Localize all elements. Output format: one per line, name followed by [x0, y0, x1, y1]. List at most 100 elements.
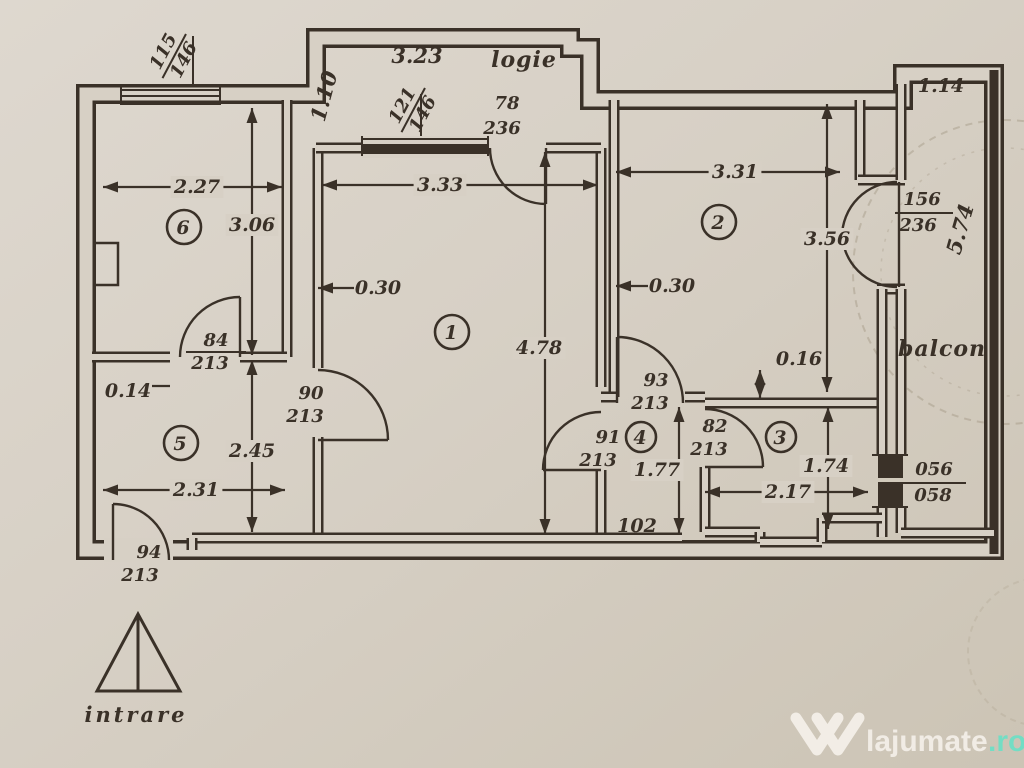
- room-number-circle: [764, 420, 798, 454]
- dim-label-d030R: 0.30: [649, 275, 695, 297]
- window-056-top: [878, 456, 903, 478]
- dim-label-bg: [225, 214, 279, 236]
- dim-arrow: [270, 484, 285, 496]
- opening-height-f82: 213: [689, 439, 728, 460]
- room-number-circle: [624, 420, 658, 454]
- door-82: [704, 407, 765, 468]
- dim-label-d478: 4.78: [516, 337, 562, 359]
- door-156: [840, 180, 898, 238]
- dim-arrow: [822, 514, 834, 529]
- opening-height-f90: 213: [285, 406, 324, 427]
- dim-arrow: [246, 517, 258, 532]
- dim-label-d231: 2.31: [172, 479, 219, 501]
- dim-arrow: [754, 370, 766, 385]
- dim-arrow: [539, 519, 551, 534]
- site-watermark: lajumate .ro: [790, 712, 1024, 758]
- room-number-3: 3: [764, 420, 798, 454]
- opening-width-f056: 056: [915, 459, 953, 480]
- opening-height-f93: 213: [630, 393, 669, 414]
- dim-arrow: [822, 407, 834, 422]
- window-121-sill: [362, 144, 488, 154]
- lajumate-logo-icon: [790, 712, 865, 756]
- balcony-width-label: 1.14: [918, 75, 964, 97]
- room-number-digit: 2: [710, 212, 724, 234]
- dim-arrow: [673, 407, 685, 422]
- dim-arrow: [246, 360, 258, 375]
- dim-label-d177: 1.77: [634, 459, 680, 481]
- opening-width-f91: 91: [595, 427, 620, 448]
- door-94: [112, 502, 171, 561]
- room-number-5: 5: [162, 424, 200, 462]
- dim-arrow: [322, 179, 337, 191]
- room-number-circle: [433, 313, 471, 351]
- dim-label-bg: [413, 174, 467, 196]
- dim-label-d306: 3.06: [229, 214, 275, 236]
- room-number-circle: [162, 424, 200, 462]
- door-93: [616, 335, 685, 404]
- door-90: [317, 368, 390, 441]
- windows: [120, 84, 908, 508]
- dim-label-bg: [799, 455, 853, 477]
- entrance-label: intrare: [84, 702, 187, 727]
- opening-width-f94: 94: [136, 542, 161, 563]
- interior-walls: [92, 84, 994, 550]
- dim-arrow: [267, 181, 282, 193]
- dim-label-bg: [170, 176, 224, 198]
- room-number-digit: 3: [773, 427, 786, 449]
- dim-label-bg: [800, 228, 854, 250]
- window-056-bottom: [878, 482, 903, 506]
- dim-label-bg: [169, 479, 223, 501]
- opening-width-f84: 84: [202, 330, 228, 351]
- dim-label-d227: 2.27: [173, 176, 220, 198]
- dim-arrow: [583, 179, 598, 191]
- opening-height-f84: 213: [190, 353, 229, 374]
- dim-arrow: [103, 484, 118, 496]
- opening-width-f78: 78: [494, 93, 520, 114]
- dim-label-d217: 2.17: [764, 481, 811, 503]
- dim-label-bg: [630, 459, 684, 481]
- opening-height-f91: 213: [578, 450, 617, 471]
- dim-arrow: [821, 104, 833, 119]
- dim-arrow: [246, 340, 258, 355]
- watermark-brand: lajumate: [866, 725, 988, 758]
- dim-arrow: [539, 152, 551, 167]
- room-number-digit: 5: [173, 433, 186, 455]
- opening-width-f90: 90: [298, 383, 324, 404]
- dim-label-d356: 3.56: [804, 228, 850, 250]
- room-number-circle: [165, 208, 203, 246]
- dim-label-bg: [708, 161, 762, 183]
- dim-label-d331: 3.31: [712, 161, 758, 183]
- dim-arrow: [754, 383, 766, 398]
- dim-label-d174: 1.74: [803, 455, 849, 477]
- dim-label-d245: 2.45: [228, 440, 275, 462]
- loggia-width-label: 3.23: [391, 43, 442, 68]
- dim-arrow: [103, 181, 118, 193]
- dim-arrow: [673, 518, 685, 533]
- dim-label-d030L: 0.30: [355, 277, 401, 299]
- dim-arrow: [825, 166, 840, 178]
- wall-notch: [96, 241, 120, 287]
- room-number-digit: 4: [633, 427, 646, 449]
- room-number-digit: 1: [444, 322, 457, 344]
- dimensions: 2.27 3.33 3.31 3.06 2.45 2.31 4.78 3.56 1.74 1.77…: [103, 104, 868, 534]
- balcony-label: balcon: [898, 336, 986, 362]
- door-sizes: 8421390213932139121382213942137823615623…: [120, 30, 966, 586]
- entrance-arrow: [94, 610, 183, 693]
- room-number-2: 2: [700, 203, 738, 241]
- opening-height-f156: 236: [898, 215, 937, 236]
- fraction-bar: [161, 33, 187, 79]
- entrance-opening: [104, 538, 173, 562]
- dim-arrow: [616, 280, 631, 292]
- door-78: [488, 147, 547, 206]
- dim-label-bg: [761, 481, 815, 503]
- opening-width-f156: 156: [903, 189, 941, 210]
- opening-width-f82: 82: [701, 416, 727, 437]
- dim-label-d333: 3.33: [417, 174, 463, 196]
- stamp-watermark: [852, 119, 1024, 725]
- dim-arrow: [318, 282, 333, 294]
- dim-label-bg: [512, 337, 566, 359]
- dim-label-bg: [225, 440, 279, 462]
